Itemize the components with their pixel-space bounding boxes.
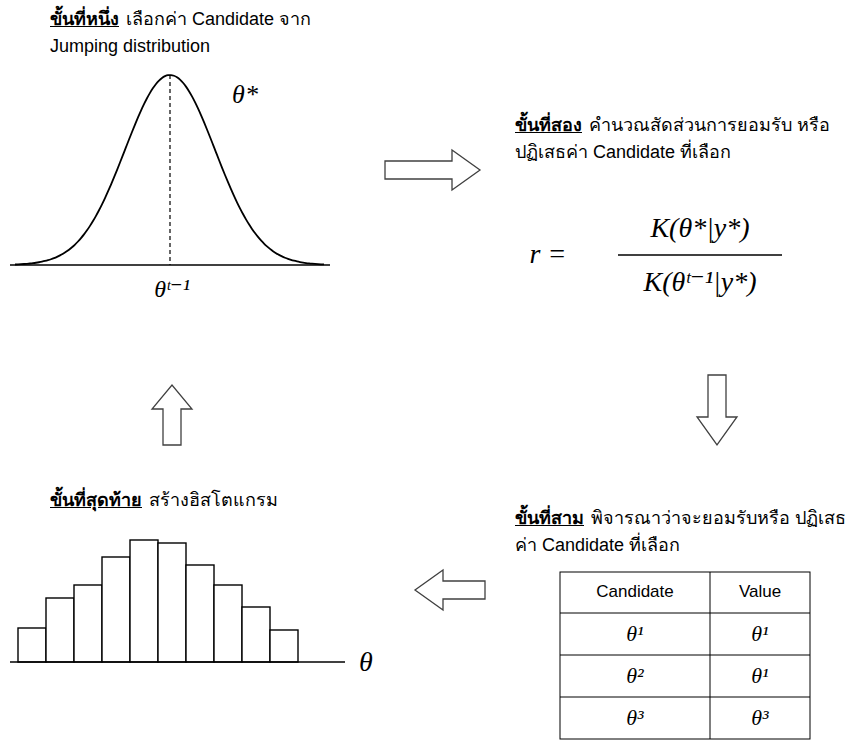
step-group: ขั้นที่สุดท้าย สร้างฮิสโตแกรม [10,445,415,695]
histogram-bar [158,543,186,662]
table-cell: Candidate [596,582,674,602]
histogram-bar [130,540,158,662]
table-rule [560,655,810,656]
jumping-curve [15,75,324,264]
histogram [10,540,345,662]
histogram-bar [242,607,270,662]
formula-text: K(θᵗ⁻¹|y*) [643,266,756,298]
table-border [560,572,810,739]
axis-label: θ [359,646,373,678]
block-arrow [697,375,737,445]
histogram-bar [46,598,74,662]
step-group: ขั้นที่หนึ่งเลือกค่า Candidate จาก Jumpi… [10,0,385,385]
symbol-label: θᵗ⁻¹ [154,276,190,304]
table-rule [560,613,810,614]
step-group: ขั้นที่สองคำนวณสัดส่วนการยอมรับ หรือปฏิเ… [480,0,859,375]
step-caption: ขั้นที่หนึ่งเลือกค่า Candidate จาก Jumpi… [50,6,340,60]
formula-text: K(θ*|y*) [650,212,749,244]
step-heading: ขั้นที่หนึ่ง [50,9,119,29]
step-caption: ขั้นที่สองคำนวณสัดส่วนการยอมรับ หรือปฏิเ… [515,112,855,166]
step-caption: ขั้นที่สุดท้าย สร้างฮิสโตแกรม [50,487,370,514]
table-cell: θ¹ [751,663,768,688]
table-cell: θ¹ [626,621,643,646]
block-arrow [415,570,485,610]
mean-line [169,75,170,265]
table-rule [560,697,810,698]
table-cell: θ² [626,663,643,688]
table-cell: θ³ [626,705,643,730]
step-heading: ขั้นที่สุดท้าย [50,490,142,510]
histogram-bar [186,565,214,662]
formula-text: r = [530,238,567,270]
symbol-label: θ* [232,80,258,110]
block-arrow [385,150,480,190]
table-cell: θ³ [751,705,768,730]
histogram-bar [18,628,46,662]
step-description: สร้างฮิสโตแกรม [149,490,278,510]
histogram-bar [74,585,102,662]
histogram-bar [102,557,130,662]
result-table [560,572,810,739]
table-cell: Value [739,582,781,602]
table-cell: θ¹ [751,621,768,646]
step-heading: ขั้นที่สาม [515,508,584,528]
histogram-bar [214,585,242,662]
step-heading: ขั้นที่สอง [515,115,582,135]
fraction-bar [618,254,782,256]
step-caption: ขั้นที่สามพิจารณาว่าจะยอมรับหรือ ปฏิเสธค… [515,505,855,559]
histogram-axis [10,661,345,662]
block-arrow [152,385,192,445]
histogram-bar [270,630,298,662]
